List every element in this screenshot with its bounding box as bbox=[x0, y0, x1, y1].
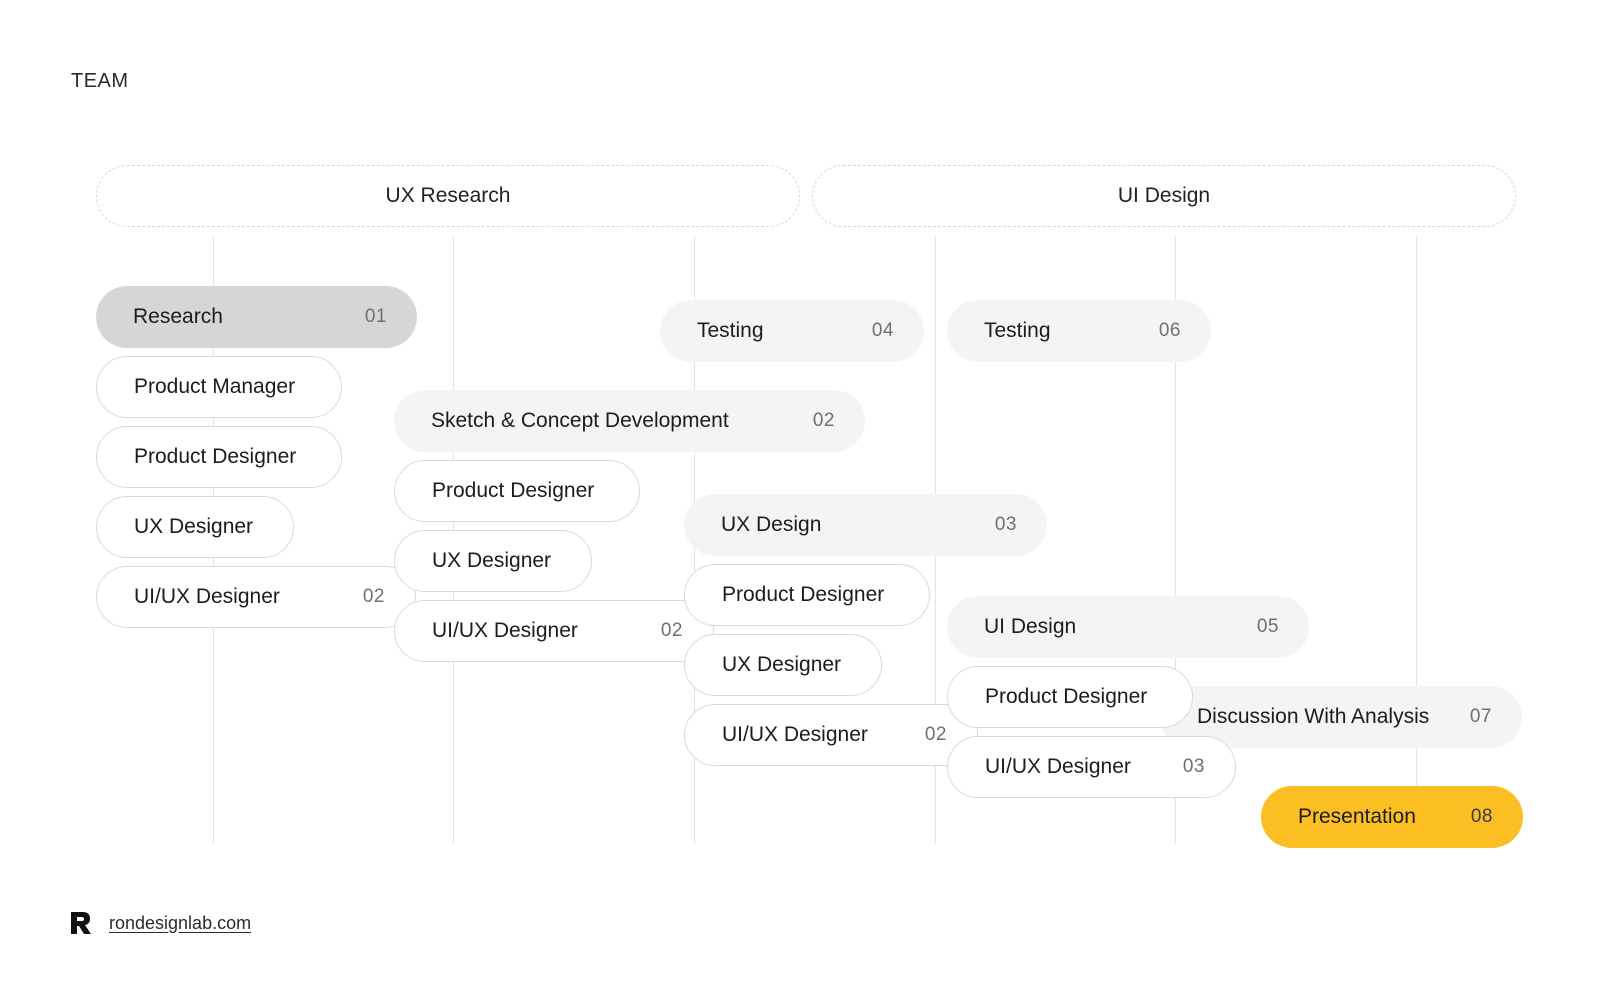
role-uiux-designer: UI/UX Designer 02 bbox=[684, 704, 978, 766]
role-label: Product Manager bbox=[134, 375, 296, 398]
role-count: 02 bbox=[660, 620, 683, 641]
role-product-designer: Product Designer bbox=[947, 666, 1193, 728]
role-product-designer: Product Designer bbox=[684, 564, 930, 626]
r-logo-icon bbox=[71, 912, 91, 934]
task-number: 05 bbox=[1256, 616, 1279, 637]
phase-ui-design: UI Design bbox=[812, 165, 1516, 227]
task-label: Sketch & Concept Development bbox=[431, 409, 729, 432]
role-uiux-designer: UI/UX Designer 02 bbox=[96, 566, 416, 628]
task-testing: Testing 06 bbox=[947, 300, 1211, 362]
task-ux-design: UX Design 03 bbox=[684, 494, 1047, 556]
task-number: 01 bbox=[364, 306, 387, 327]
task-discussion-analysis: Discussion With Analysis 07 bbox=[1160, 686, 1522, 748]
task-label: Research bbox=[133, 305, 223, 328]
role-label: Product Designer bbox=[432, 479, 595, 502]
role-label: Product Designer bbox=[722, 583, 885, 606]
role-label: UX Designer bbox=[432, 549, 552, 572]
footer: rondesignlab.com bbox=[71, 912, 251, 934]
role-label: Product Designer bbox=[134, 445, 297, 468]
task-label: Discussion With Analysis bbox=[1197, 705, 1430, 728]
role-ux-designer: UX Designer bbox=[684, 634, 882, 696]
role-label: UI/UX Designer bbox=[134, 585, 280, 608]
role-label: UX Designer bbox=[722, 653, 842, 676]
page-title: TEAM bbox=[71, 70, 129, 92]
task-label: Testing bbox=[697, 319, 764, 342]
task-sketch-concept: Sketch & Concept Development 02 bbox=[394, 390, 865, 452]
role-uiux-designer: UI/UX Designer 03 bbox=[947, 736, 1236, 798]
task-number: 07 bbox=[1469, 706, 1492, 727]
role-ux-designer: UX Designer bbox=[96, 496, 294, 558]
role-label: UI/UX Designer bbox=[985, 755, 1131, 778]
task-label: UX Design bbox=[721, 513, 822, 536]
task-number: 06 bbox=[1158, 320, 1181, 341]
task-number: 04 bbox=[871, 320, 894, 341]
task-ui-design: UI Design 05 bbox=[947, 596, 1309, 658]
role-label: UX Designer bbox=[134, 515, 254, 538]
role-product-designer: Product Designer bbox=[394, 460, 640, 522]
task-label: UI Design bbox=[984, 615, 1077, 638]
role-label: UI/UX Designer bbox=[722, 723, 868, 746]
grid-line bbox=[1416, 236, 1417, 844]
role-product-manager: Product Manager bbox=[96, 356, 342, 418]
role-product-designer: Product Designer bbox=[96, 426, 342, 488]
task-testing: Testing 04 bbox=[660, 300, 924, 362]
role-count: 03 bbox=[1182, 756, 1205, 777]
task-number: 08 bbox=[1470, 806, 1493, 827]
task-label: Presentation bbox=[1298, 805, 1416, 828]
task-presentation: Presentation 08 bbox=[1261, 786, 1523, 848]
task-research: Research 01 bbox=[96, 286, 417, 348]
role-label: UI/UX Designer bbox=[432, 619, 578, 642]
grid-line bbox=[1175, 236, 1176, 844]
role-count: 02 bbox=[924, 724, 947, 745]
task-number: 02 bbox=[812, 410, 835, 431]
task-number: 03 bbox=[994, 514, 1017, 535]
phase-ux-research: UX Research bbox=[96, 165, 800, 227]
role-count: 02 bbox=[362, 586, 385, 607]
role-uiux-designer: UI/UX Designer 02 bbox=[394, 600, 714, 662]
role-label: Product Designer bbox=[985, 685, 1148, 708]
task-label: Testing bbox=[984, 319, 1051, 342]
website-link[interactable]: rondesignlab.com bbox=[109, 912, 252, 933]
role-ux-designer: UX Designer bbox=[394, 530, 592, 592]
